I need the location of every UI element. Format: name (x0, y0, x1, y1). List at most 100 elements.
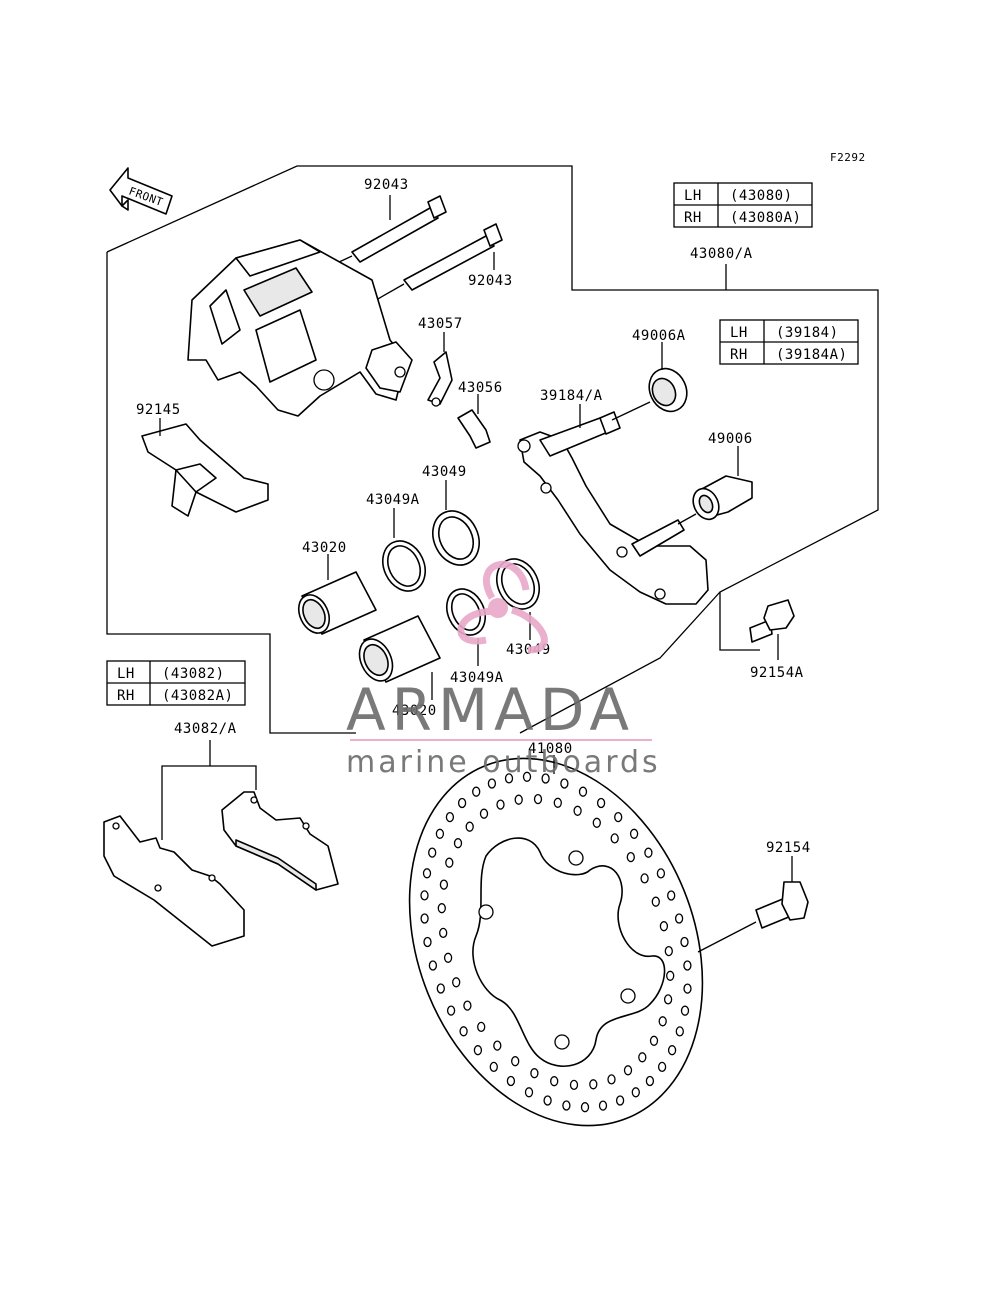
caliper-bracket (517, 411, 709, 605)
disc-vent-hole (629, 828, 639, 839)
disc-vent-hole (489, 1061, 498, 1073)
disc-vent-hole (680, 936, 689, 948)
label-92154A: 92154A (750, 665, 804, 681)
disc-vent-hole (428, 960, 438, 971)
label-49006A: 49006A (632, 328, 686, 344)
pad-spring (141, 423, 269, 517)
disc-vent-hole (530, 1068, 539, 1079)
caliper-body (187, 239, 413, 417)
caliper-lh-label: LH (684, 188, 702, 204)
disc-vent-hole (596, 797, 606, 809)
disc-vent-hole (504, 773, 514, 784)
label-43049A-top: 43049A (366, 492, 420, 508)
disc-vent-hole (657, 1061, 667, 1073)
pads-rh-label: RH (117, 688, 135, 704)
caliper-rh-value: (43080A) (730, 210, 801, 226)
pads-lh-label: LH (117, 666, 135, 682)
armada-logo-icon (457, 560, 548, 654)
disc-vent-hole (644, 847, 653, 858)
disc-vent-hole (578, 786, 588, 797)
pads-lh-value: (43082) (162, 666, 225, 682)
caliper-assembly-outline (106, 165, 879, 651)
disc-vent-hole (615, 1095, 625, 1106)
label-49006: 49006 (708, 431, 753, 447)
caliper-rh-label: RH (684, 210, 702, 226)
disc-vent-hole (446, 1005, 456, 1016)
disc-vent-hole (514, 794, 523, 805)
label-92145: 92145 (136, 402, 181, 418)
disc-vent-hole (435, 828, 445, 839)
caliper-side-table: LH (43080) RH (43080A) (673, 182, 813, 228)
piston-top (297, 571, 377, 635)
disc-vent-hole (562, 1100, 571, 1111)
bleeder-cap (427, 351, 453, 407)
disc-vent-hole (645, 1075, 655, 1087)
armada-logo: ARMADA marine outboards (346, 560, 661, 780)
disc-vent-hole (543, 1095, 552, 1106)
bracket-lh-label: LH (730, 325, 748, 341)
disc-vent-hole (680, 1005, 690, 1016)
brake-pad-left (103, 815, 245, 947)
label-43056: 43056 (458, 380, 503, 396)
disc-vent-hole (439, 879, 449, 890)
disc-vent-hole (436, 983, 445, 994)
disc-vent-hole (667, 1045, 677, 1056)
bracket-rh-label: RH (730, 347, 748, 363)
label-43020-top: 43020 (302, 540, 347, 556)
disc-vent-hole (472, 786, 481, 797)
piston-seal-top (432, 510, 480, 566)
disc-vent-hole (422, 868, 432, 879)
disc-vent-hole (457, 797, 467, 809)
pads-rh-value: (43082A) (162, 688, 233, 704)
label-43049-top: 43049 (422, 464, 467, 480)
watermark-brand: ARMADA (346, 676, 635, 744)
label-92154: 92154 (766, 840, 811, 856)
pads-side-table: LH (43082) RH (43082A) (106, 660, 246, 706)
disc-vent-hole (640, 873, 649, 884)
disc-vent-hole (452, 977, 461, 988)
label-43080A: 43080/A (690, 246, 753, 262)
figure-code: F2292 (830, 151, 866, 164)
disc-vent-hole (522, 771, 532, 782)
disc-vent-hole (445, 857, 454, 868)
bracket-lh-value: (39184) (776, 325, 839, 341)
disc-vent-hole (598, 1100, 608, 1111)
disc-vent-hole (493, 1040, 502, 1051)
disc-vent-hole (683, 960, 692, 971)
disc-vent-hole (610, 833, 619, 844)
bleeder-valve (457, 409, 491, 449)
disc-vent-hole (550, 1076, 559, 1087)
disc-vent-hole (496, 799, 505, 810)
disc-vent-hole (465, 821, 474, 832)
disc-vent-hole (541, 773, 550, 784)
bracket-bolt (749, 599, 795, 643)
disc-vent-hole (479, 808, 489, 819)
disc-vent-hole (675, 1026, 684, 1037)
disc-vent-hole (580, 1102, 590, 1113)
front-arrow-icon: FRONT (109, 167, 173, 215)
disc-vent-hole (428, 847, 437, 858)
disc-vent-hole (659, 921, 669, 932)
brake-pad-right (221, 791, 339, 891)
watermark-tagline: marine outboards (346, 745, 661, 780)
disc-vent-hole (423, 936, 432, 948)
disc-vent-hole (623, 1065, 633, 1076)
disc-vent-hole (626, 851, 635, 863)
disc-vent-hole (445, 811, 455, 823)
disc-vent-hole (437, 903, 446, 914)
label-41080: 41080 (528, 741, 573, 757)
disc-vent-hole (667, 890, 676, 901)
disc-vent-hole (420, 890, 429, 901)
disc-vent-hole (569, 1079, 579, 1091)
brake-disc (408, 757, 704, 1127)
label-43049A-bot: 43049A (450, 670, 504, 686)
caliper-pin-bottom (375, 223, 503, 301)
pin-boot (692, 475, 753, 521)
disc-vent-hole (459, 1026, 468, 1037)
disc-vent-hole (443, 952, 453, 963)
dust-seal-top (382, 540, 426, 592)
label-92043-top: 92043 (364, 177, 409, 193)
label-92043-mid: 92043 (468, 273, 513, 289)
disc-vent-hole (453, 838, 463, 849)
disc-vent-hole (666, 970, 675, 981)
